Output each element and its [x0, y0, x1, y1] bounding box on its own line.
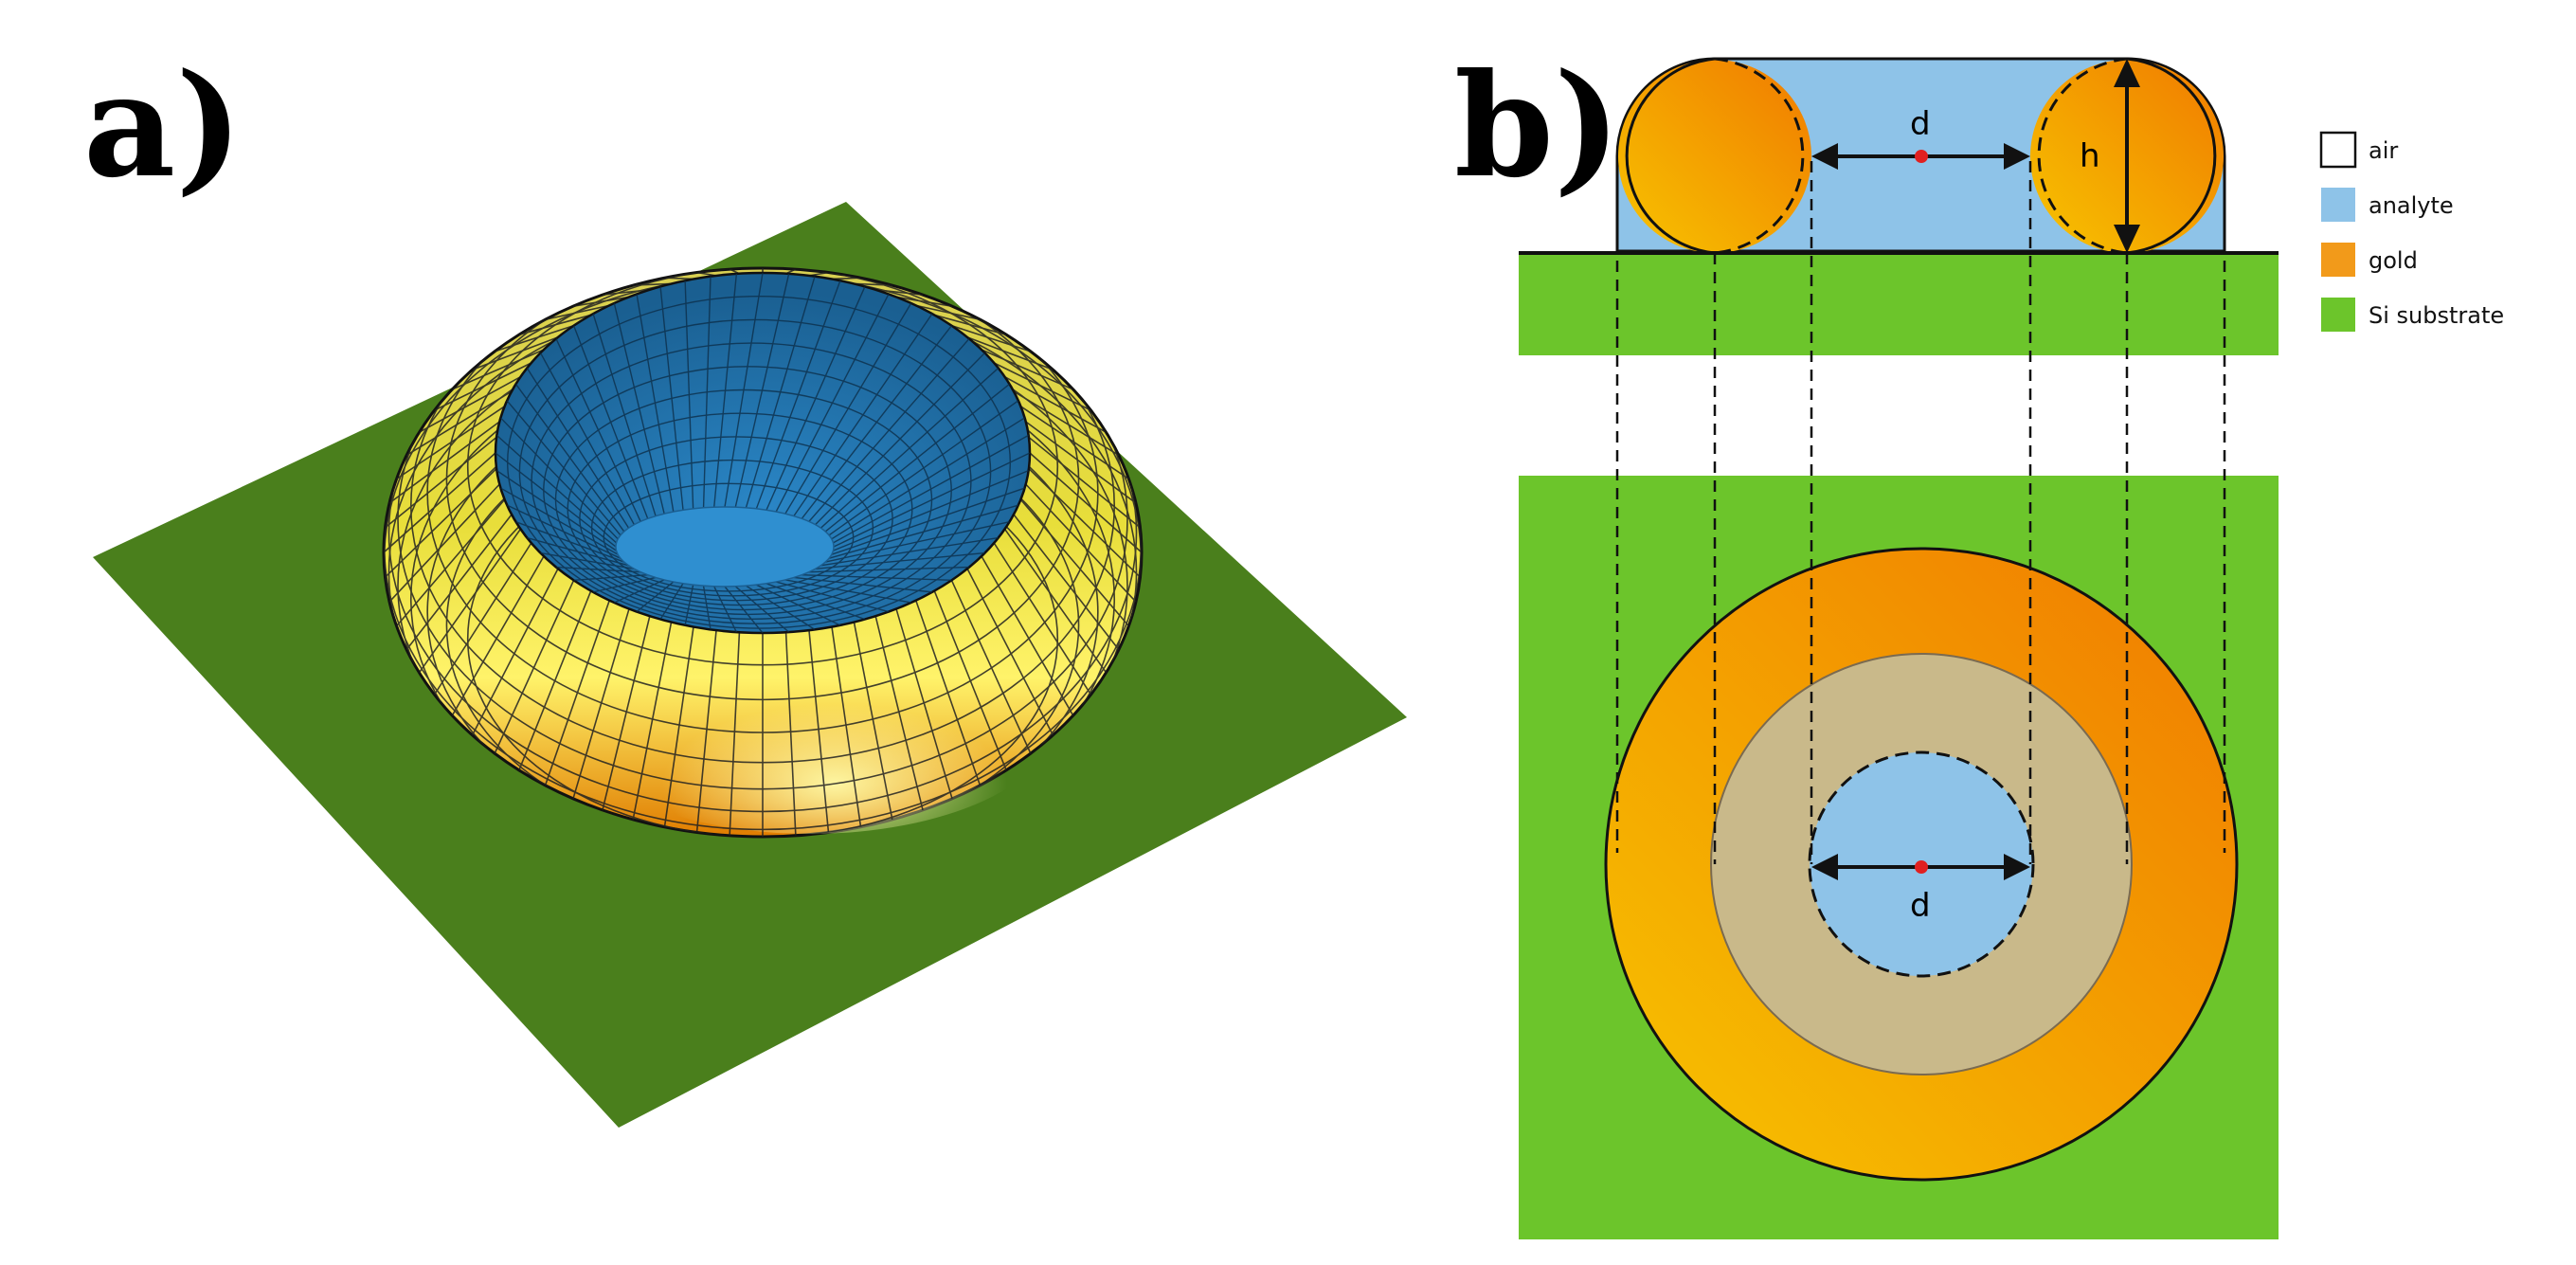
svg-text:air: air [2369, 137, 2398, 164]
legend: air analyte gold Si substrate [2319, 131, 2504, 332]
panel-b: b) d [1454, 43, 2504, 1239]
svg-text:analyte: analyte [2369, 192, 2454, 219]
top-view: d [1519, 476, 2279, 1239]
legend-item-air: air [2319, 131, 2398, 169]
label-d-top: d [1910, 105, 1931, 143]
center-dot-top [1915, 150, 1928, 163]
analyte-inner-funnel [494, 271, 1032, 635]
legend-item-gold: gold [2321, 243, 2418, 277]
panel-a-label: a) [83, 43, 243, 209]
panel-b-label: b) [1454, 43, 1621, 209]
legend-item-analyte: analyte [2321, 188, 2454, 222]
svg-text:Si substrate: Si substrate [2369, 302, 2504, 329]
panel-a: a) [83, 43, 1407, 1128]
height-arrow [2114, 59, 2140, 253]
projection-lines [1615, 161, 2226, 864]
svg-text:gold: gold [2369, 247, 2418, 274]
label-d-bottom: d [1910, 887, 1931, 925]
center-dot-bottom [1915, 860, 1928, 874]
si-substrate-section [1519, 253, 2279, 355]
gold-ring-section-left [1618, 60, 1811, 253]
legend-item-si-substrate: Si substrate [2321, 298, 2504, 332]
cross-section-view: d h [1519, 57, 2279, 355]
label-h: h [2080, 137, 2100, 175]
